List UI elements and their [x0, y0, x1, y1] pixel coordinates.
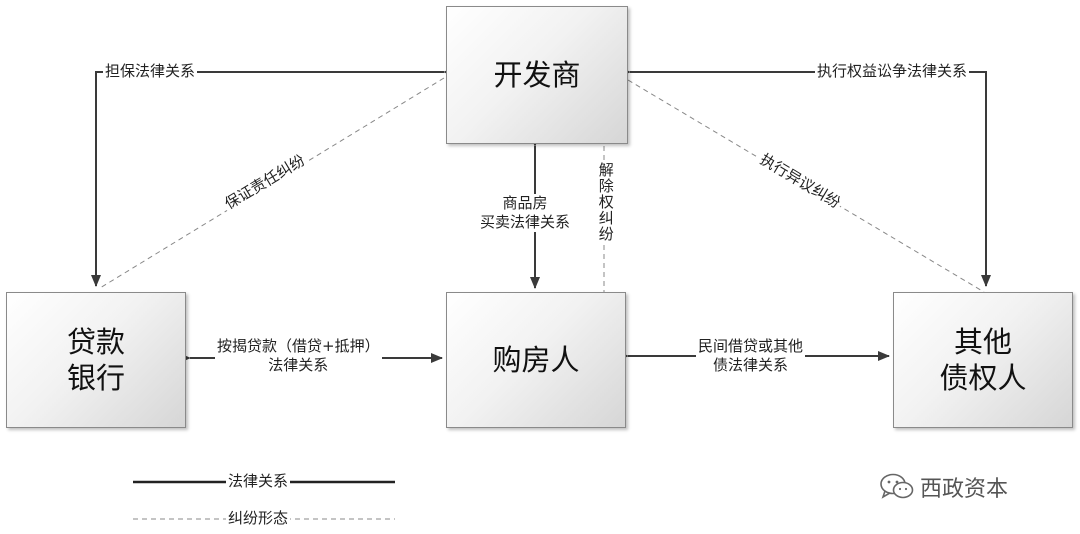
developer-node: 开发商: [446, 6, 628, 144]
buyer-node: 购房人: [446, 292, 626, 428]
wechat-icon: [880, 473, 914, 499]
private-lending-label-line2: 债法律关系: [713, 355, 789, 374]
mortgage-label: 按揭贷款（借贷+抵押） 法律关系: [215, 337, 382, 375]
developer-label: 开发商: [493, 57, 581, 92]
rescission-dispute-label: 解除权纠纷: [594, 162, 617, 242]
private-lending-label: 民间借贷或其他 债法律关系: [696, 337, 806, 375]
creditor-label-line2: 债权人: [939, 361, 1027, 395]
edge-guarantee: [91, 67, 455, 287]
private-lending-label-line1: 民间借贷或其他: [698, 337, 804, 355]
legend-dashed-label: 纠纷形态: [226, 509, 291, 528]
bank-label-line2: 银行: [66, 361, 125, 395]
edge-enforcement: [619, 67, 991, 287]
guarantee-label: 担保法律关系: [103, 62, 198, 81]
enforcement-label: 执行权益讼争法律关系: [815, 62, 970, 81]
bank-node: 贷款 银行: [6, 292, 186, 428]
sale-label: 商品房 买卖法律关系: [478, 194, 573, 232]
mortgage-label-line1: 按揭贷款（借贷+抵押）: [217, 337, 380, 355]
sale-label-line1: 商品房: [502, 194, 548, 212]
bank-label-line1: 贷款: [66, 324, 125, 359]
creditor-node: 其他 债权人: [893, 292, 1073, 428]
creditor-label-line1: 其他: [953, 324, 1012, 359]
mortgage-label-line2: 法律关系: [268, 355, 329, 374]
watermark-text: 西政资本: [920, 477, 1009, 502]
legend-solid-label: 法律关系: [226, 472, 291, 491]
sale-label-line2: 买卖法律关系: [480, 212, 571, 231]
watermark: 西政资本: [880, 471, 1008, 503]
buyer-label: 购房人: [492, 342, 580, 377]
